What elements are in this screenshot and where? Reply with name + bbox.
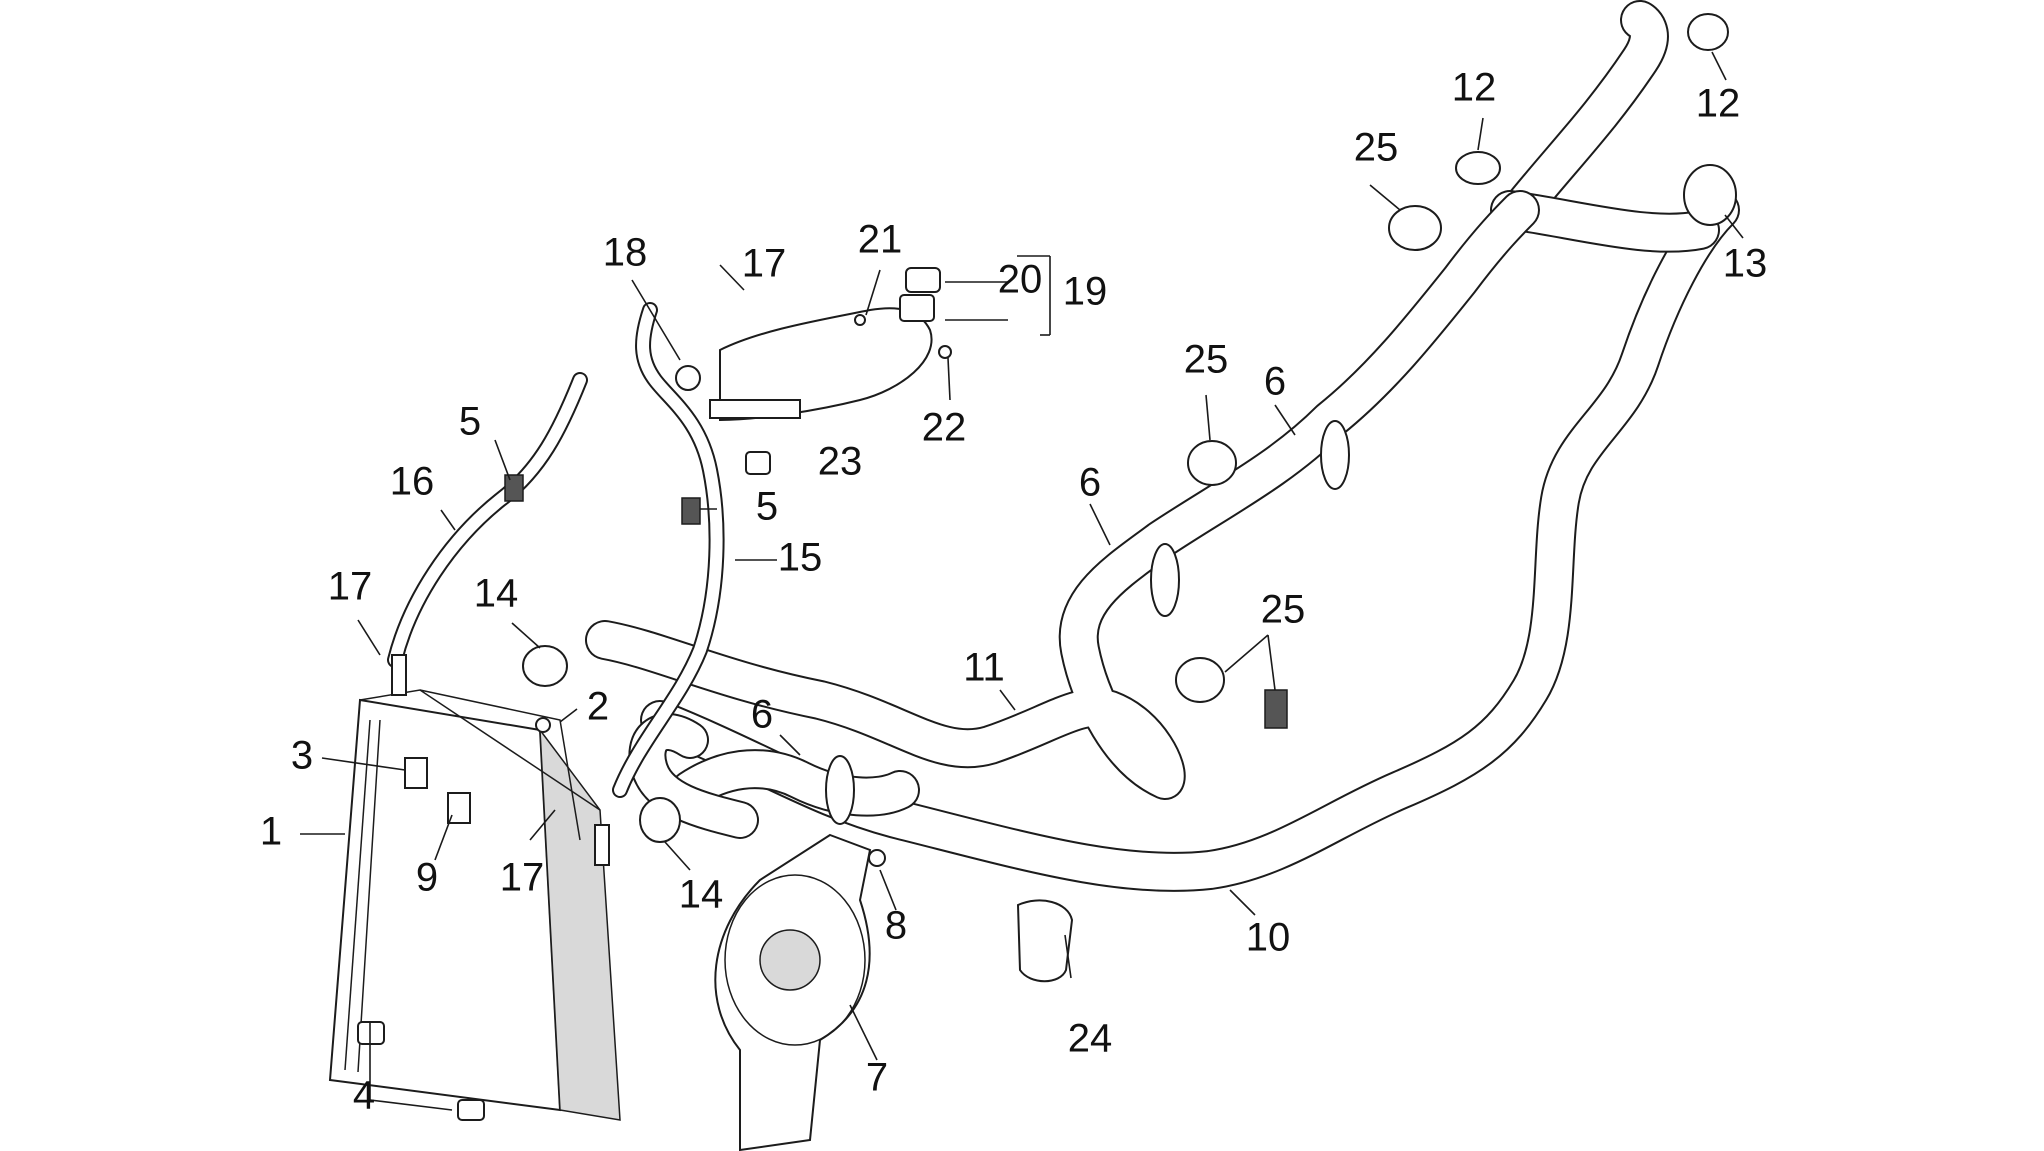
- label-2: 2: [587, 685, 609, 729]
- label-3: 3: [291, 734, 313, 778]
- label-17b: 17: [500, 856, 545, 900]
- label-18: 18: [603, 231, 648, 275]
- label-25a: 25: [1354, 126, 1399, 170]
- rubber-mount-4b: [457, 1099, 485, 1121]
- label-11: 11: [963, 646, 1005, 690]
- label-4: 4: [353, 1074, 375, 1118]
- clamps: [504, 13, 1737, 843]
- clamp-25d: [1264, 689, 1288, 729]
- mounting-bracket: [419, 689, 581, 841]
- label-17a: 17: [328, 565, 373, 609]
- label-7: 7: [866, 1056, 888, 1100]
- label-14a: 14: [474, 572, 519, 616]
- label-5b: 5: [756, 485, 778, 529]
- screw-8: [868, 849, 886, 867]
- clamp-25b: [1187, 440, 1237, 486]
- clamp-5a: [504, 474, 524, 502]
- label-6a: 6: [1079, 461, 1101, 505]
- label-16: 16: [390, 460, 435, 504]
- label-6b: 6: [1264, 360, 1286, 404]
- clamp-13: [1683, 164, 1737, 226]
- label-17c: 17: [742, 242, 787, 286]
- hose-y-upper: [1490, 0, 1720, 253]
- clamp-6a: [1150, 543, 1180, 617]
- label-19: 19: [1063, 270, 1108, 314]
- label-21: 21: [858, 218, 903, 262]
- label-6c: 6: [751, 693, 773, 737]
- screws: [854, 314, 952, 867]
- clamp-6c: [825, 755, 855, 825]
- label-22: 22: [922, 406, 967, 450]
- label-25b: 25: [1184, 338, 1229, 382]
- label-14b: 14: [679, 873, 724, 917]
- grommet: [745, 451, 771, 475]
- clamp-14a: [522, 645, 568, 687]
- clamp-25a: [1388, 205, 1442, 251]
- hose-16: [387, 372, 588, 668]
- leader-lines: [300, 51, 1744, 1111]
- hose-15: [612, 302, 725, 798]
- label-15: 15: [778, 536, 823, 580]
- label-12a: 12: [1452, 66, 1497, 110]
- clamp-25c: [1175, 657, 1225, 703]
- clamp-6b: [1320, 420, 1350, 490]
- hoses: [387, 0, 1740, 892]
- label-23: 23: [818, 440, 863, 484]
- label-24: 24: [1068, 1017, 1113, 1061]
- clip-24: [1016, 899, 1074, 983]
- hose-11: [585, 190, 1540, 800]
- label-1: 1: [260, 810, 282, 854]
- label-5a: 5: [459, 400, 481, 444]
- clamp-14b: [639, 797, 681, 843]
- rubber-mount-4a: [357, 1021, 385, 1045]
- hose-10: [640, 190, 1740, 892]
- clamp-12b: [1687, 13, 1729, 51]
- part-labels: 1 2 3 4 5 5 6 6 6 7 8 9 10 11 12 12 13 1…: [260, 66, 1767, 1118]
- filler-cap: [905, 267, 941, 293]
- radiator: [328, 654, 621, 1121]
- label-25c: 25: [1261, 588, 1306, 632]
- clamp-5b: [681, 497, 701, 525]
- label-12b: 12: [1696, 82, 1741, 126]
- screw-22: [938, 345, 952, 359]
- label-8: 8: [885, 904, 907, 948]
- screw-21: [854, 314, 866, 326]
- label-13: 13: [1723, 242, 1768, 286]
- label-20: 20: [998, 258, 1043, 302]
- label-10: 10: [1246, 916, 1291, 960]
- hose-lower-short: [628, 713, 920, 839]
- cooling-fan: [714, 833, 872, 1151]
- label-9: 9: [416, 856, 438, 900]
- clamp-12a: [1455, 151, 1501, 185]
- expansion-tank: [675, 294, 935, 422]
